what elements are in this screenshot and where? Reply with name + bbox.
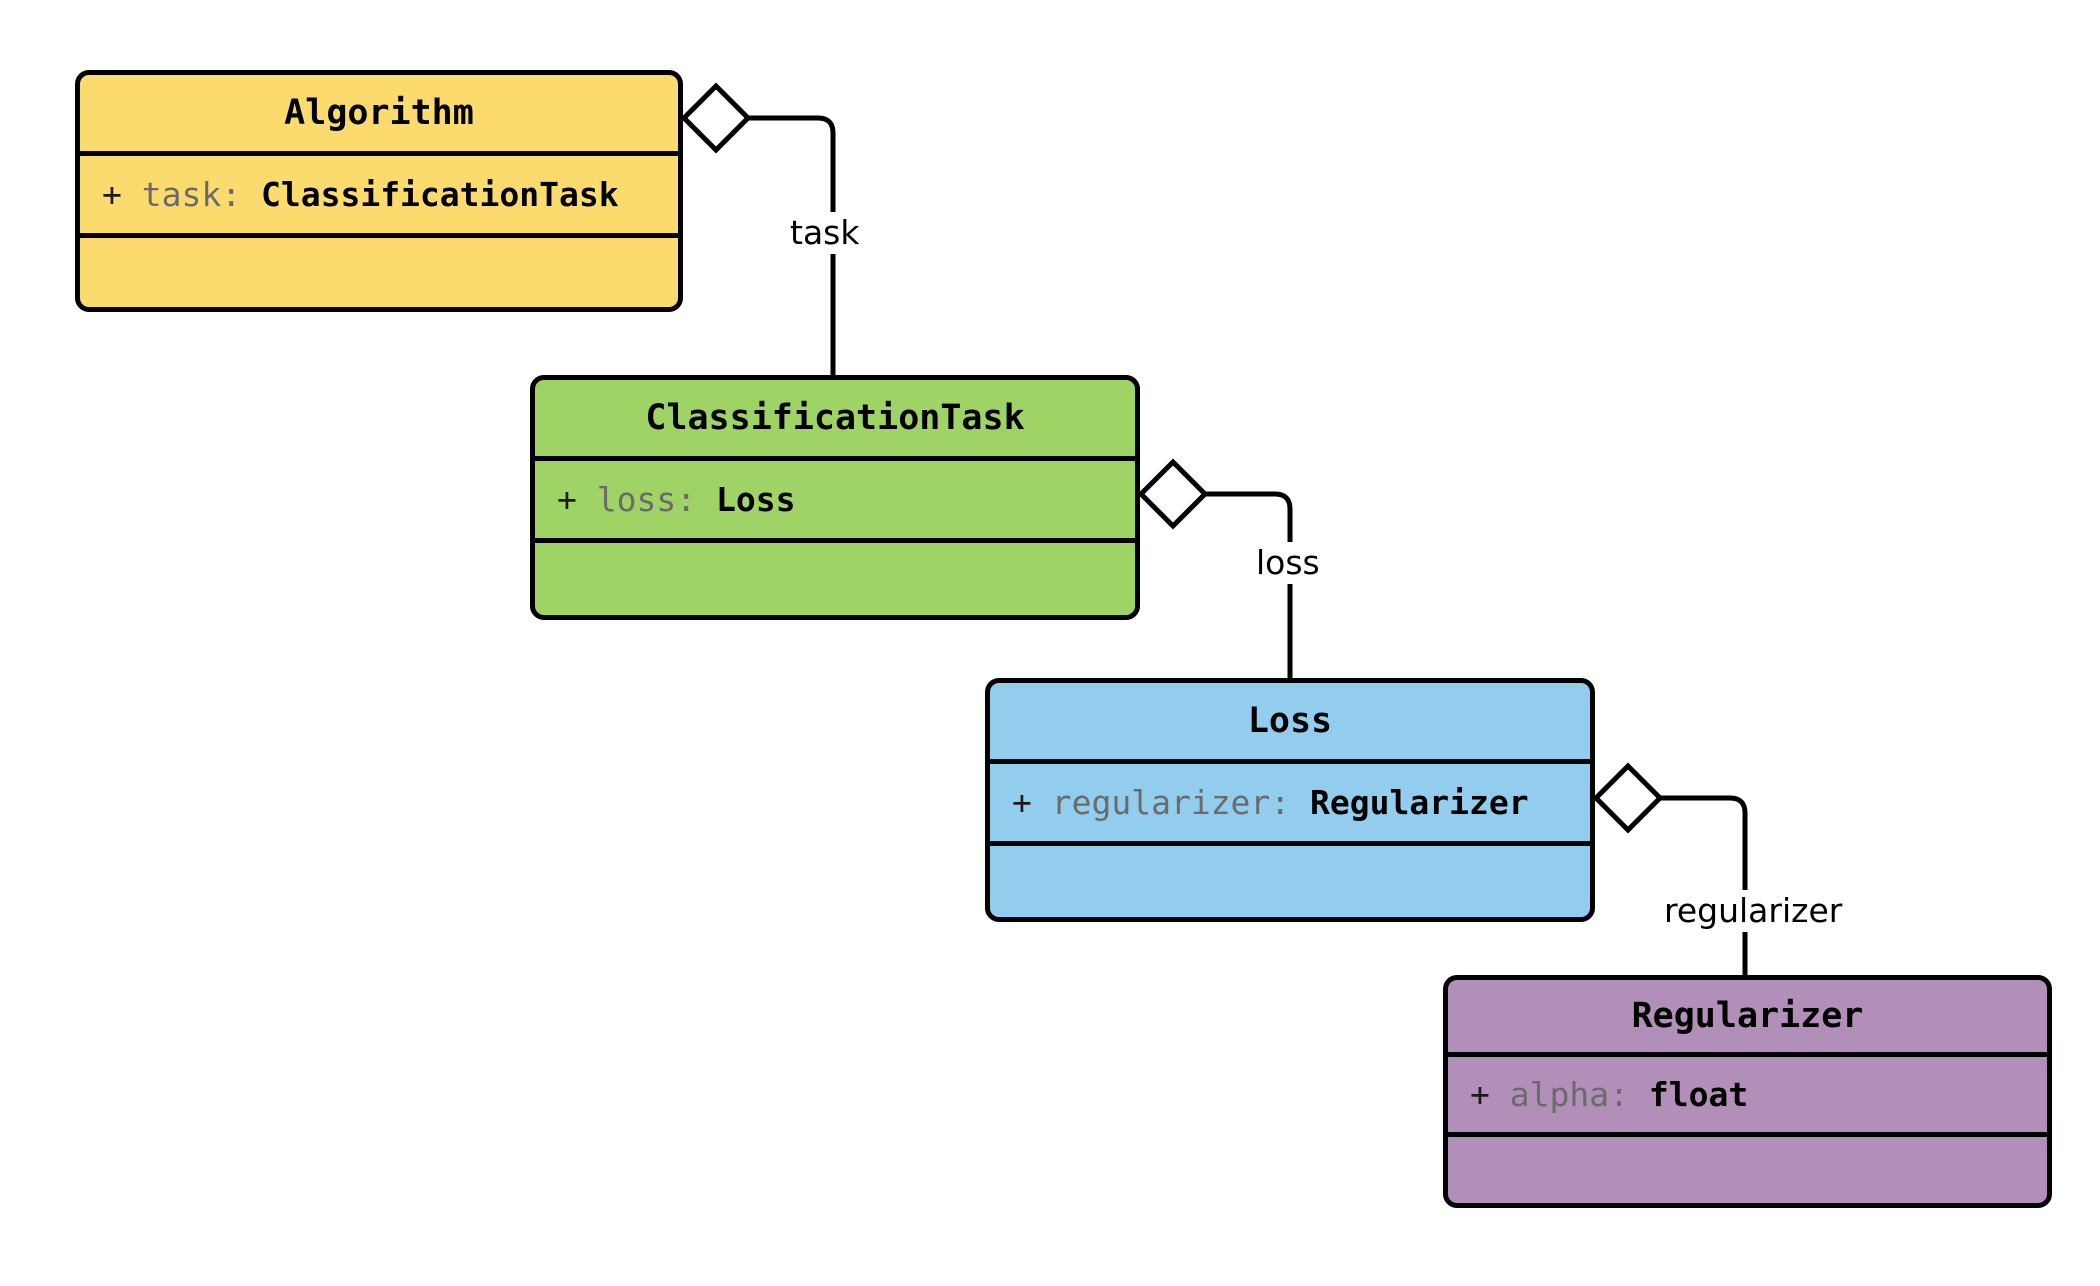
class-attributes-loss: + regularizer: Regularizer bbox=[990, 759, 1590, 841]
attribute-name: regularizer bbox=[1051, 783, 1271, 822]
class-name-label: Regularizer bbox=[1631, 996, 1864, 1036]
attribute-visibility: + bbox=[102, 175, 142, 214]
attribute-type: Regularizer bbox=[1310, 783, 1529, 822]
class-name-label: ClassificationTask bbox=[645, 398, 1025, 438]
attribute-type: ClassificationTask bbox=[260, 175, 619, 214]
class-name-label: Algorithm bbox=[284, 93, 474, 133]
aggregation-diamond-icon bbox=[680, 82, 752, 154]
class-methods-loss bbox=[990, 841, 1590, 917]
class-methods-regularizer bbox=[1448, 1132, 2047, 1203]
class-attributes-classificationtask: + loss: Loss bbox=[535, 456, 1135, 538]
attribute-separator: : bbox=[1609, 1075, 1649, 1114]
attribute-separator: : bbox=[676, 480, 716, 519]
class-attributes-regularizer: + alpha: float bbox=[1448, 1052, 2047, 1132]
class-title-regularizer: Regularizer bbox=[1448, 980, 2047, 1052]
class-methods-classificationtask bbox=[535, 538, 1135, 615]
class-title-algorithm: Algorithm bbox=[80, 75, 678, 151]
attribute-visibility: + bbox=[1012, 783, 1052, 822]
attribute-visibility: + bbox=[1470, 1075, 1510, 1114]
attribute-row: + alpha: float bbox=[1470, 1075, 1748, 1114]
attribute-name: task bbox=[141, 175, 222, 214]
relation-regularizer-line bbox=[1660, 795, 1748, 975]
class-box-regularizer[interactable]: Regularizer + alpha: float bbox=[1443, 975, 2052, 1208]
relation-label-loss: loss bbox=[1248, 542, 1328, 584]
attribute-name: loss bbox=[596, 480, 677, 519]
relation-regularizer[interactable] bbox=[1592, 762, 1748, 975]
class-box-algorithm[interactable]: Algorithm + task: ClassificationTask bbox=[75, 70, 683, 312]
aggregation-diamond-icon bbox=[1592, 762, 1664, 834]
attribute-separator: : bbox=[1270, 783, 1311, 822]
attribute-row: + regularizer: Regularizer bbox=[1012, 783, 1529, 822]
class-methods-algorithm bbox=[80, 233, 678, 307]
attribute-name: alpha bbox=[1509, 1075, 1610, 1114]
attribute-type: float bbox=[1648, 1075, 1749, 1114]
attribute-row: + loss: Loss bbox=[557, 480, 795, 519]
class-attributes-algorithm: + task: ClassificationTask bbox=[80, 151, 678, 233]
attribute-type: Loss bbox=[715, 480, 796, 519]
class-box-classificationtask[interactable]: ClassificationTask + loss: Loss bbox=[530, 375, 1140, 620]
attribute-row: + task: ClassificationTask bbox=[102, 175, 619, 214]
class-box-loss[interactable]: Loss + regularizer: Regularizer bbox=[985, 678, 1595, 922]
class-title-loss: Loss bbox=[990, 683, 1590, 759]
class-title-classificationtask: ClassificationTask bbox=[535, 380, 1135, 456]
relation-label-regularizer: regularizer bbox=[1656, 890, 1851, 932]
attribute-visibility: + bbox=[557, 480, 597, 519]
class-name-label: Loss bbox=[1247, 701, 1333, 741]
aggregation-diamond-icon bbox=[1137, 458, 1209, 530]
relation-label-task: task bbox=[782, 212, 868, 254]
attribute-separator: : bbox=[221, 175, 261, 214]
relation-loss-line bbox=[1205, 491, 1293, 678]
